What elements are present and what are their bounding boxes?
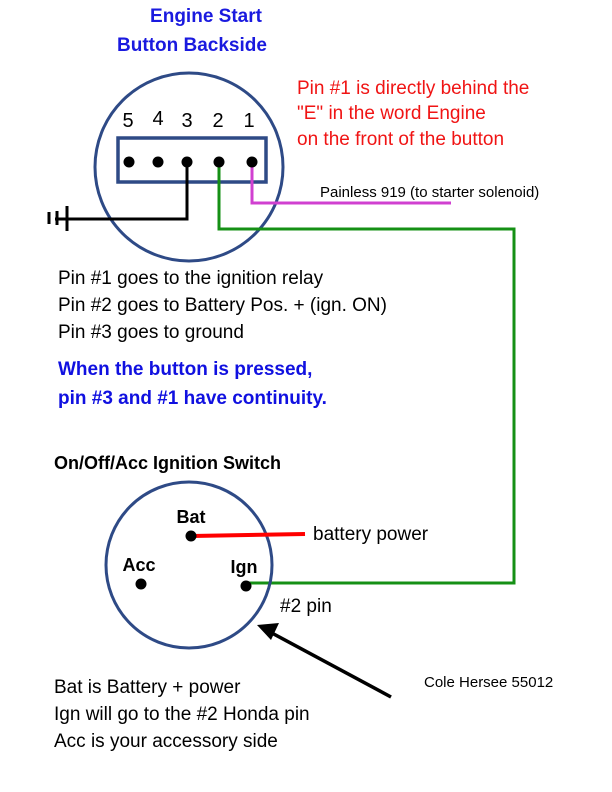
pin-1 — [246, 156, 258, 168]
terminal-acc — [135, 578, 147, 590]
pin-number-1: 1 — [243, 110, 254, 132]
ign-wire-label: #2 pin — [280, 596, 332, 617]
terminal-acc-label: Acc — [122, 555, 155, 575]
terminal-ign — [240, 580, 252, 592]
pin1-description: Pin #1 goes to the ignition relay — [58, 268, 324, 289]
pin2-wire — [217, 162, 516, 585]
terminal-ign-label: Ign — [231, 557, 258, 577]
battery-wire-label: battery power — [313, 524, 429, 545]
battery-wire — [191, 532, 306, 538]
ignition-switch-title: On/Off/Acc Ignition Switch — [54, 453, 281, 473]
pin1-location-note-line1: Pin #1 is directly behind the — [297, 78, 529, 99]
start-button-title-line2: Button Backside — [117, 35, 267, 56]
continuity-note-line2: pin #3 and #1 have continuity. — [58, 388, 327, 409]
ignition-switch-outline — [104, 480, 274, 650]
terminal-bat — [185, 530, 197, 542]
continuity-note-line1: When the button is pressed, — [58, 359, 312, 380]
terminal-bat-label: Bat — [176, 507, 205, 527]
pin-4 — [152, 156, 164, 168]
pin3-description: Pin #3 goes to ground — [58, 322, 244, 343]
start-button-outline — [93, 71, 285, 263]
pin-5 — [123, 156, 135, 168]
pin1-wire-label: Painless 919 (to starter solenoid) — [320, 184, 539, 201]
ign-description: Ign will go to the #2 Honda pin — [54, 704, 310, 725]
pin2-description: Pin #2 goes to Battery Pos. + (ign. ON) — [58, 295, 387, 316]
ground-wire — [55, 162, 189, 221]
pin-number-2: 2 — [212, 110, 223, 132]
pin-number-3: 3 — [181, 110, 192, 132]
connector-housing — [116, 136, 268, 184]
acc-description: Acc is your accessory side — [54, 731, 278, 752]
pin-number-5: 5 — [122, 110, 133, 132]
start-button-title-line1: Engine Start — [150, 6, 263, 27]
bat-description: Bat is Battery + power — [54, 677, 241, 698]
pin-number-4: 4 — [152, 108, 163, 130]
part-number-label: Cole Hersee 55012 — [424, 674, 553, 691]
pin1-location-note-line3: on the front of the button — [297, 129, 504, 150]
pin1-location-note-line2: "E" in the word Engine — [297, 103, 486, 124]
pin1-wire — [250, 162, 451, 205]
pin-2 — [213, 156, 225, 168]
arrow-icon — [257, 623, 392, 699]
ground-icon — [47, 206, 69, 231]
pin-3 — [181, 156, 193, 168]
